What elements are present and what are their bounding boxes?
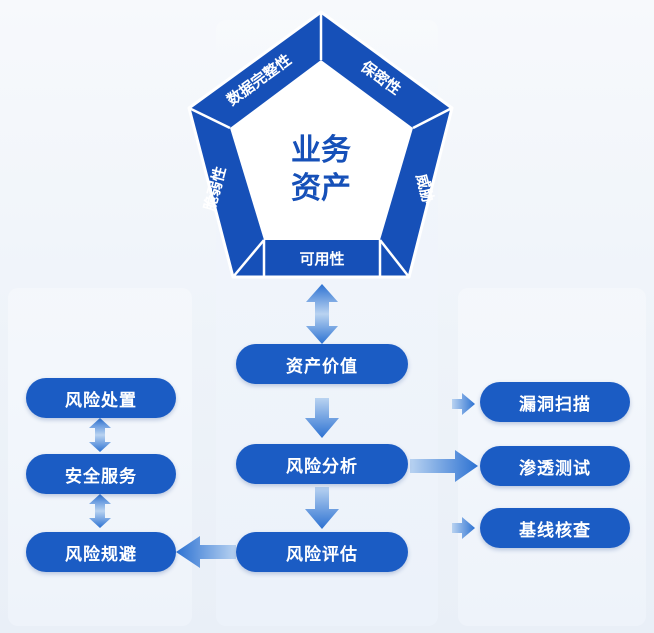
pentagon-group: 业务 资产 数据完整性 保密性 威胁 可用性 脆弱性 — [187, 10, 454, 279]
risk-avoidance-node: 风险规避 — [26, 532, 176, 572]
separator — [412, 106, 453, 130]
pentagon-inner — [230, 60, 413, 240]
arrow-right-small-1 — [452, 393, 475, 415]
separator — [232, 239, 265, 278]
separator — [379, 239, 410, 278]
edge-label-availability: 可用性 — [299, 250, 344, 268]
arrow-right-main — [410, 450, 478, 482]
arrow-left-main — [176, 536, 236, 568]
left-double-arrow-2 — [89, 494, 111, 528]
baseline-check-node: 基线核查 — [480, 508, 630, 548]
pentagon-center-line2: 资产 — [291, 171, 351, 206]
double-arrow-top — [306, 284, 338, 344]
arrow-down-2 — [305, 487, 339, 529]
arrow-down-1 — [305, 398, 339, 438]
asset-value-node: 资产价值 — [236, 344, 408, 384]
separator — [188, 106, 231, 130]
penetration-test-node: 渗透测试 — [480, 446, 630, 486]
risk-analysis-node: 风险分析 — [236, 444, 408, 484]
risk-treatment-node: 风险处置 — [26, 378, 176, 418]
security-service-node: 安全服务 — [26, 454, 176, 494]
arrow-right-small-2 — [452, 517, 475, 539]
risk-assessment-node: 风险评估 — [236, 532, 408, 572]
vulnerability-scan-node: 漏洞扫描 — [480, 382, 630, 422]
pentagon-center-line1: 业务 — [291, 133, 351, 168]
left-double-arrow-1 — [89, 418, 111, 452]
